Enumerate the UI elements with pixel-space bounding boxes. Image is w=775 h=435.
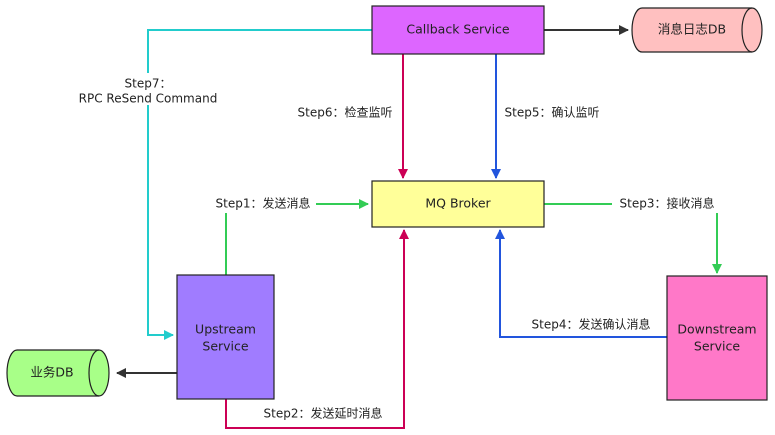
edge-label-step1: Step1：发送消息 <box>210 195 316 213</box>
step4-label: Step4：发送确认消息 <box>532 317 651 332</box>
edge-label-step3: Step3：接收消息 <box>612 195 722 213</box>
step2-label: Step2：发送延时消息 <box>264 406 383 421</box>
edge-step1 <box>225 199 369 275</box>
message-log-db-label: 消息日志DB <box>658 22 726 37</box>
edge-label-step5: Step5：确认监听 <box>498 104 606 122</box>
upstream-label-line2: Service <box>202 339 249 354</box>
upstream-label-line1: Upstream <box>195 322 256 337</box>
business-db-label: 业务DB <box>30 365 73 380</box>
step7-label-line2: RPC ReSend Command <box>79 92 218 106</box>
step7-label-line1: Step7： <box>125 77 172 91</box>
node-callback-service: Callback Service <box>371 5 545 55</box>
edge-step2 <box>225 229 409 429</box>
edge-step4 <box>495 229 667 338</box>
downstream-label-line1: Downstream <box>677 322 756 337</box>
edge-step7 <box>147 29 372 340</box>
edge-label-step6: Step6：检查监听 <box>293 104 397 122</box>
node-business-db: 业务DB <box>6 349 110 397</box>
node-mq-broker: MQ Broker <box>371 180 545 228</box>
node-upstream-service: Upstream Service <box>176 274 275 400</box>
step6-label: Step6：检查监听 <box>298 105 393 120</box>
step3-label: Step3：接收消息 <box>620 196 715 211</box>
callback-service-label: Callback Service <box>406 22 510 37</box>
edge-label-step2: Step2：发送延时消息 <box>254 405 392 423</box>
downstream-label-line2: Service <box>694 339 741 354</box>
mq-broker-label: MQ Broker <box>425 196 491 211</box>
node-downstream-service: Downstream Service <box>666 275 768 401</box>
edge-label-step7: Step7： RPC ReSend Command <box>70 73 222 106</box>
step1-label: Step1：发送消息 <box>216 196 311 211</box>
node-message-log-db: 消息日志DB <box>631 7 763 53</box>
edge-step3 <box>544 203 722 274</box>
edge-label-step4: Step4：发送确认消息 <box>524 316 658 334</box>
step5-label: Step5：确认监听 <box>505 106 600 120</box>
